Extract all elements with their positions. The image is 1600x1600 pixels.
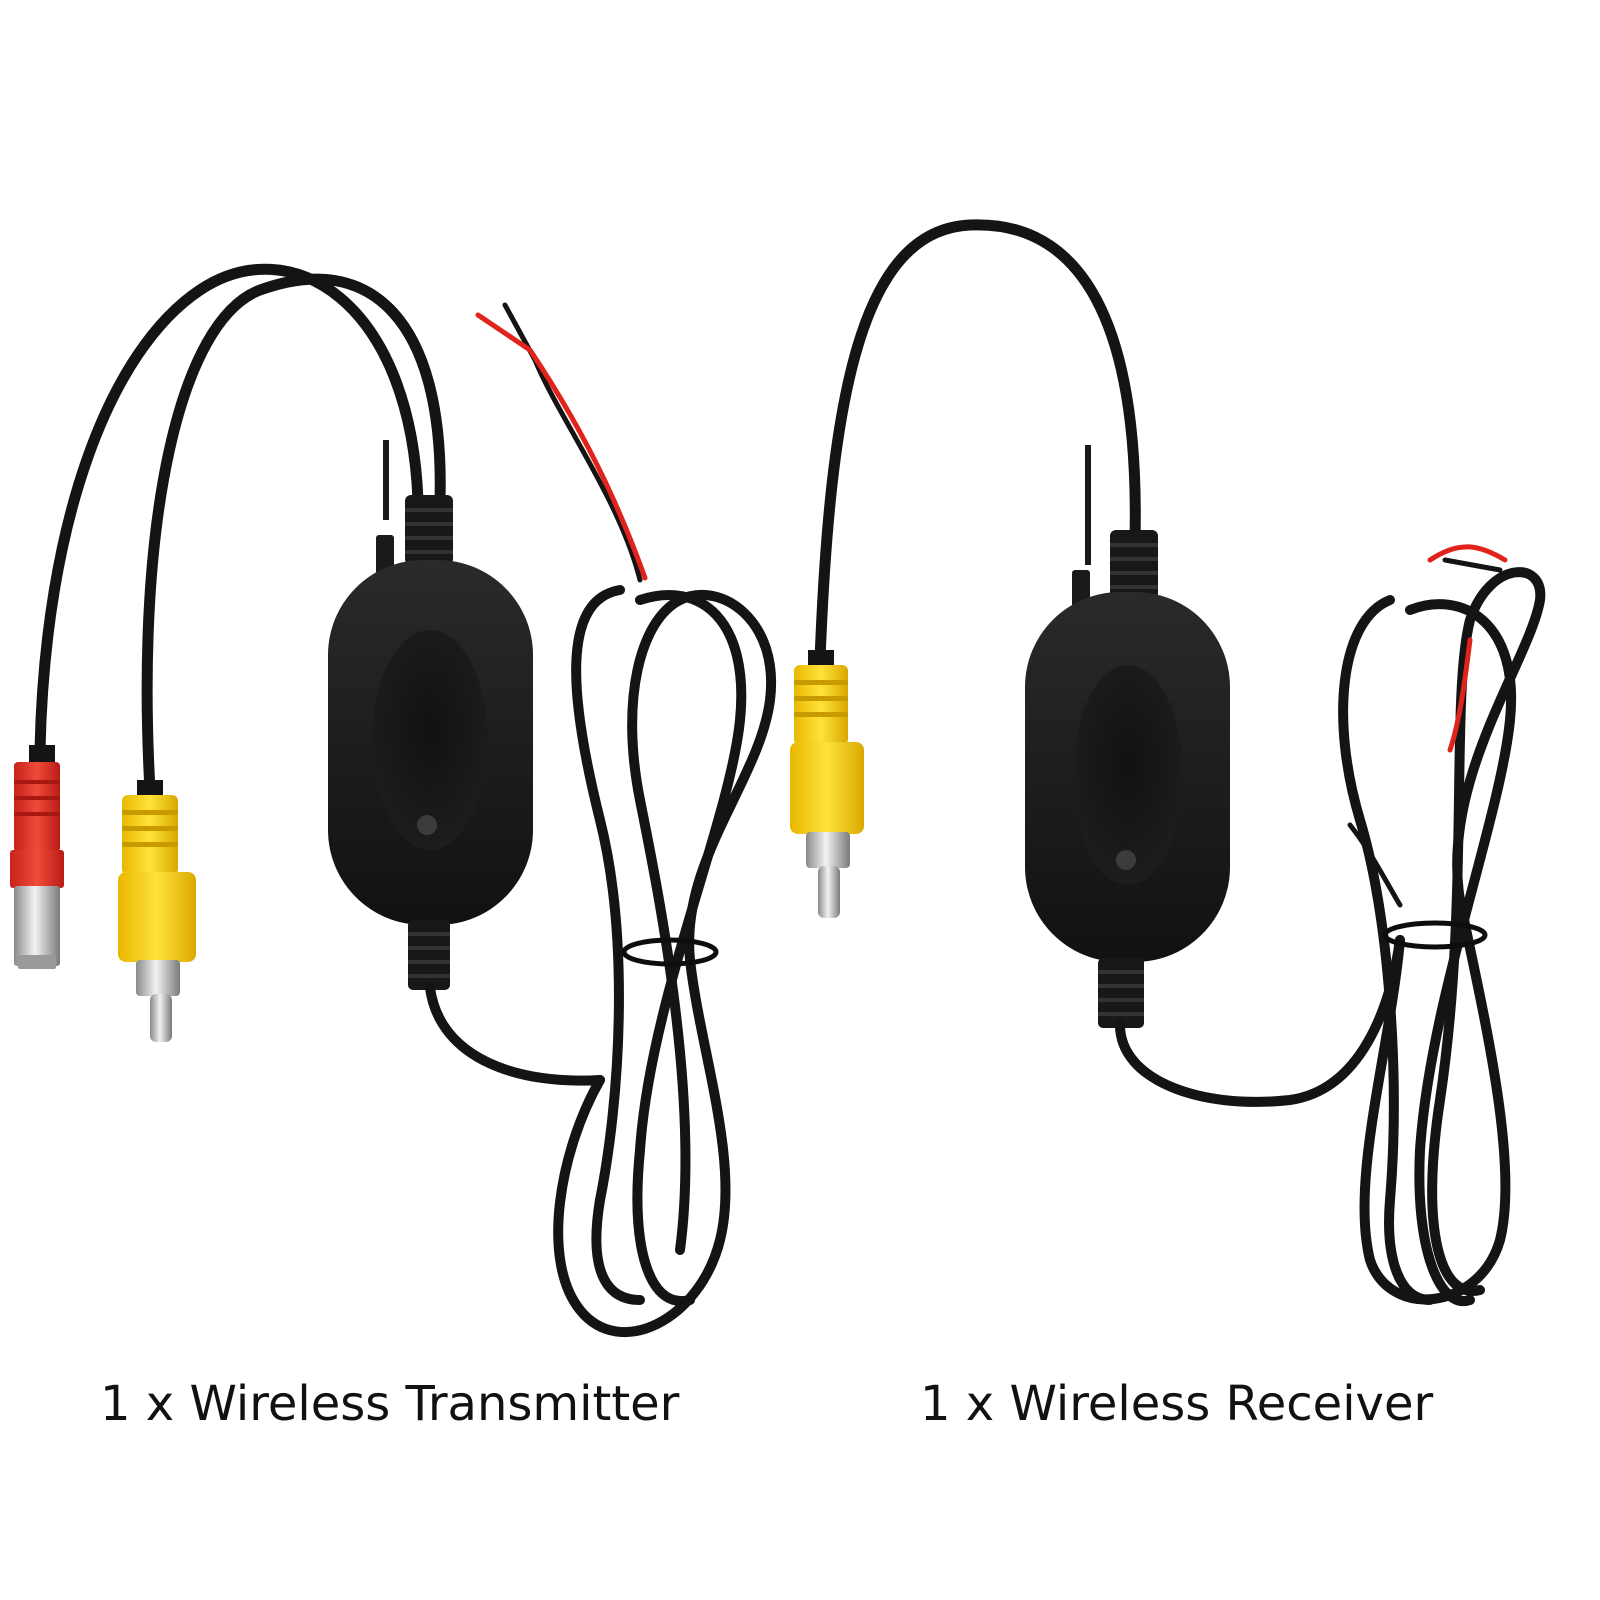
transmitter-coiled-cable (425, 585, 777, 1338)
transmitter-power-wires (475, 302, 648, 583)
receiver-coiled-cable (1115, 567, 1546, 1307)
receiver-oval-panel (1073, 665, 1183, 885)
receiver-strain-relief-bottom (1098, 958, 1144, 1028)
transmitter-strain-relief-bottom (408, 920, 450, 990)
receiver-cable-tie (1382, 920, 1488, 950)
receiver-caption: 1 x Wireless Receiver (920, 1376, 1434, 1432)
transmitter-strain-relief-top (405, 495, 453, 565)
receiver-strain-relief-top (1110, 530, 1158, 600)
receiver-rca-plug (790, 650, 864, 918)
transmitter-cable-tie (621, 937, 719, 967)
transmitter-led (417, 815, 437, 835)
transmitter-rca-plug (118, 780, 196, 1042)
transmitter-caption: 1 x Wireless Transmitter (100, 1376, 680, 1432)
transmitter-dc-cable (34, 263, 424, 756)
transmitter-oval-panel (372, 630, 488, 850)
transmitter-antenna (383, 440, 389, 520)
receiver-led (1116, 850, 1136, 870)
transmitter-dc-plug (10, 745, 64, 969)
receiver-antenna (1085, 445, 1091, 565)
receiver-power-wires (1347, 544, 1508, 908)
transmitter-rca-cable (141, 273, 446, 796)
wireless-transmitter (10, 263, 777, 1338)
receiver-rca-cable (814, 219, 1141, 666)
wireless-receiver (790, 219, 1546, 1307)
